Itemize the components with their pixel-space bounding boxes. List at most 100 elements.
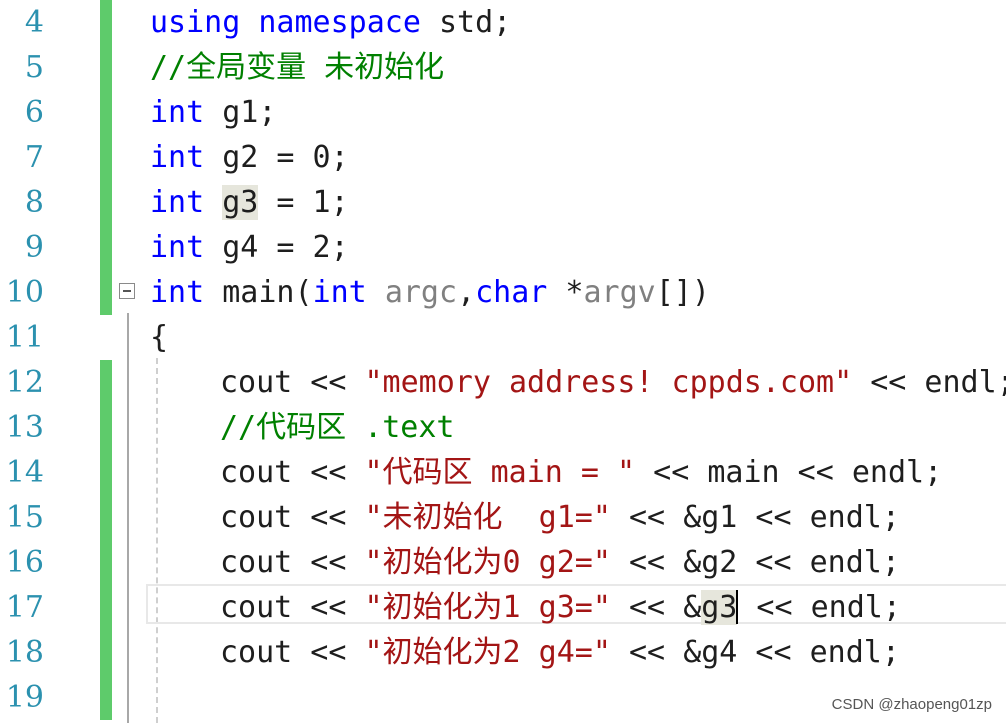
code-token: &g4 xyxy=(683,635,738,670)
code-text[interactable]: cout << "未初始化 g1=" << &g1 << endl; xyxy=(220,495,900,540)
highlighted-symbol[interactable]: g3 xyxy=(222,185,259,220)
fold-region-line xyxy=(127,313,129,723)
keyword: char xyxy=(475,275,548,310)
code-token: endl; xyxy=(810,590,901,625)
code-line-12[interactable]: 12 cout << "memory address! cppds.com" <… xyxy=(0,360,1006,405)
code-text[interactable]: int main(int argc,char *argv[]) xyxy=(150,270,710,315)
code-line-13[interactable]: 13 //代码区 .text xyxy=(0,405,1006,450)
code-text[interactable]: int g2 = 0; xyxy=(150,135,349,180)
code-token: cout xyxy=(220,455,293,490)
code-token: cout xyxy=(220,635,293,670)
code-text[interactable]: int g3 = 1; xyxy=(150,180,349,225)
change-marker xyxy=(100,0,112,45)
keyword: int xyxy=(150,140,205,175)
code-token: std; xyxy=(420,5,512,40)
code-text[interactable]: cout << "初始化为0 g2=" << &g2 << endl; xyxy=(220,540,900,585)
code-text[interactable]: using namespace std; xyxy=(150,0,511,45)
code-line-18[interactable]: 18 cout << "初始化为2 g4=" << &g4 << endl; xyxy=(0,630,1006,675)
code-line-7[interactable]: 7 int g2 = 0; xyxy=(0,135,1006,180)
code-text[interactable]: cout << "memory address! cppds.com" << e… xyxy=(220,360,1006,405)
string-literal: "memory address! cppds.com" xyxy=(364,365,853,400)
code-token: &g1 xyxy=(683,500,738,535)
string-literal: "未初始化 g1=" xyxy=(364,500,611,535)
keyword: int xyxy=(150,185,205,220)
code-text[interactable]: { xyxy=(150,315,168,360)
change-marker xyxy=(100,225,112,270)
code-token: << xyxy=(292,455,365,490)
code-token: g4 = 2; xyxy=(204,230,349,265)
code-token: { xyxy=(150,320,169,355)
change-marker xyxy=(100,585,112,630)
change-marker xyxy=(100,495,112,540)
code-token: << xyxy=(779,455,852,490)
code-token: << xyxy=(852,365,925,400)
code-line-9[interactable]: 9 int g4 = 2; xyxy=(0,225,1006,270)
code-token: cout xyxy=(220,365,293,400)
code-token: , xyxy=(457,275,476,310)
code-line-5[interactable]: 5 //全局变量 未初始化 xyxy=(0,45,1006,90)
line-number: 4 xyxy=(24,5,44,40)
code-token: << xyxy=(292,590,365,625)
code-text[interactable]: cout << "初始化为1 g3=" << &g3 << endl; xyxy=(220,585,901,630)
code-token: & xyxy=(683,590,702,625)
change-marker xyxy=(100,540,112,585)
code-text[interactable]: cout << "代码区 main = " << main << endl; xyxy=(220,450,942,495)
line-number: 5 xyxy=(24,50,44,85)
collapse-toggle-icon[interactable] xyxy=(119,283,135,299)
line-number: 10 xyxy=(5,275,44,310)
code-line-8[interactable]: 8 int g3 = 1; xyxy=(0,180,1006,225)
line-number: 15 xyxy=(5,500,44,535)
current-line-highlight xyxy=(146,584,1006,624)
change-marker xyxy=(100,405,112,450)
code-line-15[interactable]: 15 cout << "未初始化 g1=" << &g1 << endl; xyxy=(0,495,1006,540)
keyword: int xyxy=(150,230,205,265)
code-token: << xyxy=(738,590,811,625)
line-number: 18 xyxy=(5,635,44,670)
code-token: << xyxy=(610,545,684,580)
code-line-14[interactable]: 14 cout << "代码区 main = " << main << endl… xyxy=(0,450,1006,495)
code-token: << xyxy=(737,545,810,580)
code-token: << xyxy=(610,590,684,625)
code-token: << xyxy=(610,635,684,670)
string-literal: "初始化为2 g4=" xyxy=(364,635,611,670)
code-line-19[interactable]: 19 xyxy=(0,675,1006,720)
change-marker xyxy=(100,135,112,180)
function-name: main xyxy=(222,275,295,310)
code-line-16[interactable]: 16 cout << "初始化为0 g2=" << &g2 << endl; xyxy=(0,540,1006,585)
line-number: 14 xyxy=(5,455,44,490)
code-line-4[interactable]: 4 using namespace std; xyxy=(0,0,1006,45)
highlighted-symbol[interactable]: g3 xyxy=(701,590,738,625)
code-line-17[interactable]: 17 cout << "初始化为1 g3=" << &g3 << endl; xyxy=(0,585,1006,630)
code-token: << xyxy=(292,635,365,670)
code-text[interactable]: //全局变量 未初始化 xyxy=(150,45,444,90)
code-text[interactable]: int g1; xyxy=(150,90,276,135)
code-line-10[interactable]: 10 int main(int argc,char *argv[]) xyxy=(0,270,1006,315)
code-text[interactable]: cout << "初始化为2 g4=" << &g4 << endl; xyxy=(220,630,900,675)
code-token: main xyxy=(707,455,780,490)
keyword: int xyxy=(312,275,367,310)
indent-guide xyxy=(156,358,158,723)
line-number: 19 xyxy=(5,680,44,715)
code-token: &g2 xyxy=(683,545,738,580)
watermark: CSDN @zhaopeng01zp xyxy=(831,696,992,713)
code-text[interactable]: //代码区 .text xyxy=(220,405,455,450)
line-number: 7 xyxy=(24,140,44,175)
code-token: endl; xyxy=(809,500,900,535)
keyword: int xyxy=(150,275,205,310)
comment: //全局变量 未初始化 xyxy=(150,50,445,85)
code-line-6[interactable]: 6 int g1; xyxy=(0,90,1006,135)
keyword: int xyxy=(150,95,205,130)
change-marker xyxy=(100,180,112,225)
keyword: namespace xyxy=(258,5,421,40)
line-number: 11 xyxy=(5,320,44,355)
code-token: ( xyxy=(294,275,313,310)
change-marker xyxy=(100,675,112,720)
code-line-11[interactable]: 11 { xyxy=(0,315,1006,360)
line-number: 8 xyxy=(24,185,44,220)
string-literal: "初始化为0 g2=" xyxy=(364,545,611,580)
code-token: endl; xyxy=(809,635,900,670)
code-token: g2 = 0; xyxy=(204,140,349,175)
code-text[interactable]: int g4 = 2; xyxy=(150,225,349,270)
code-token: * xyxy=(547,275,584,310)
